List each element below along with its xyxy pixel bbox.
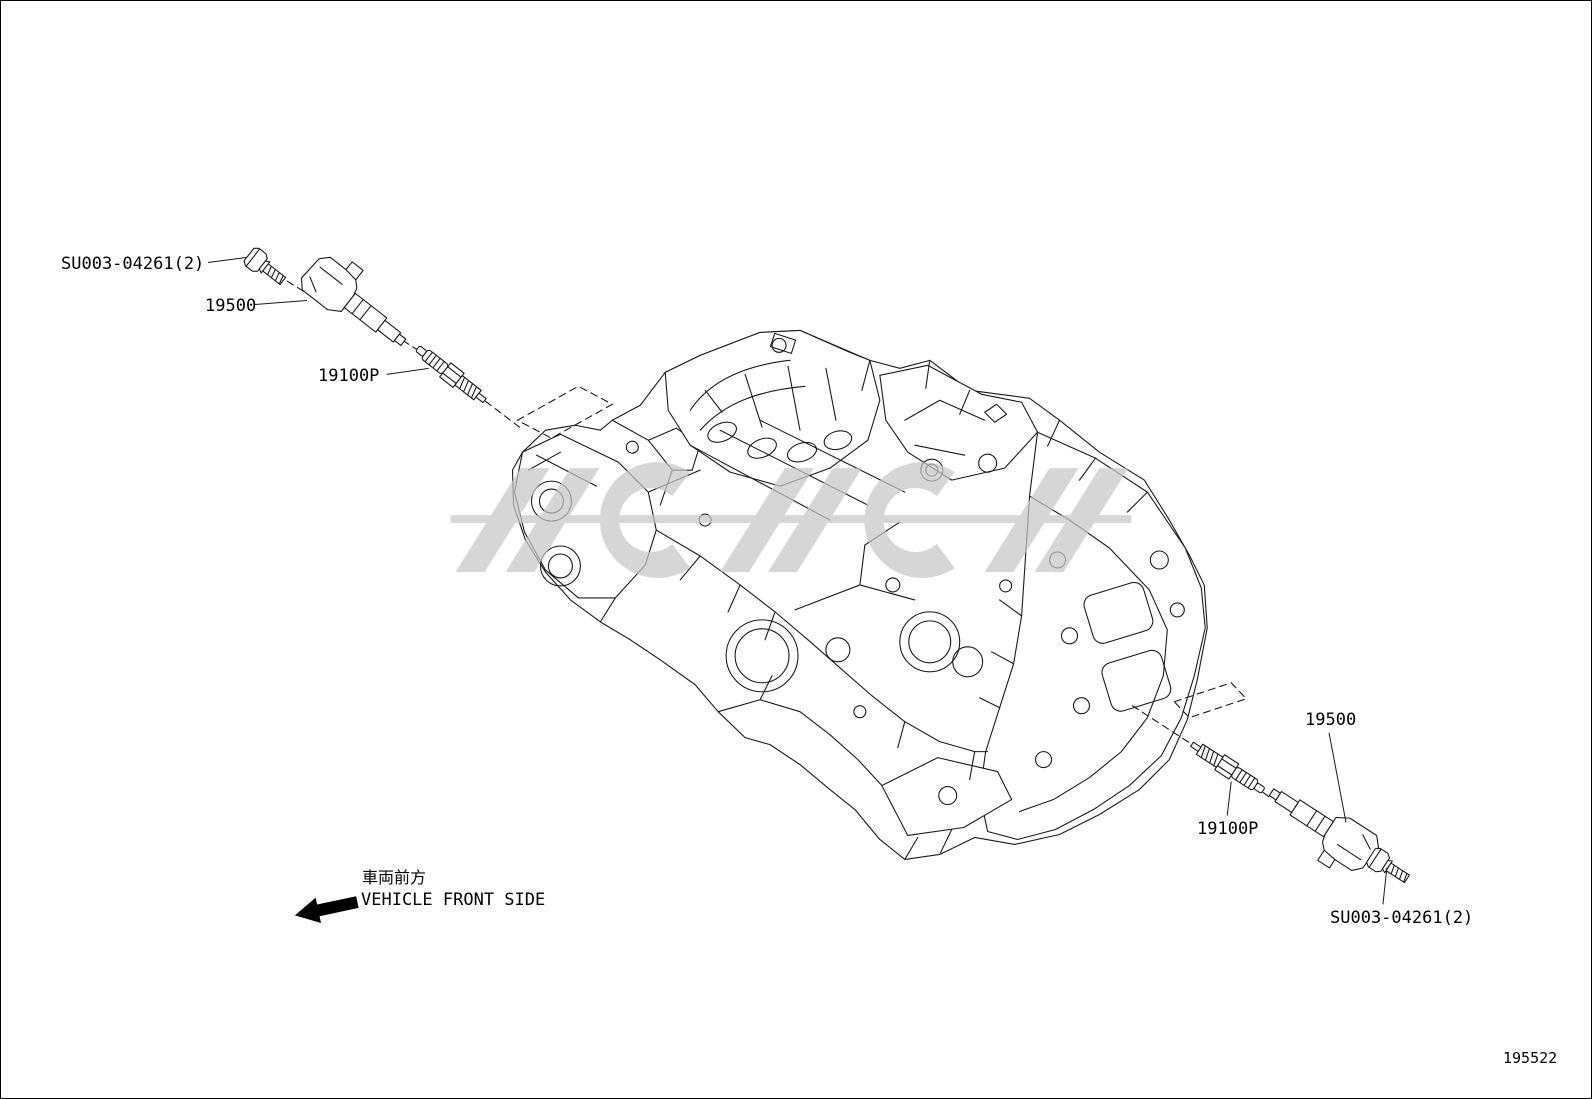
vehicle-front-label-en: VEHICLE FRONT SIDE <box>361 890 546 910</box>
bolt-drawing-top-left <box>241 245 291 291</box>
callout-label-coil-top-left: 19500 <box>205 296 257 316</box>
watermark-logo <box>450 462 1132 578</box>
callout-leader-lines <box>208 257 1388 905</box>
callout-label-bolt-top-left: SU003-04261(2) <box>61 254 205 274</box>
ignition-coil-drawing-right <box>1253 774 1384 885</box>
spark-plug-drawing-right <box>1186 736 1269 799</box>
figure-code: 195522 <box>1503 1049 1558 1067</box>
spark-plug-drawing-top-left <box>411 340 491 409</box>
plug-hole-marker-right <box>1173 682 1248 719</box>
ignition-coil-drawing-top-left <box>295 242 424 360</box>
vehicle-front-arrow <box>294 896 359 924</box>
plug-hole-marker-left <box>516 385 614 439</box>
vehicle-front-label-jp: 車両前方 <box>362 868 427 887</box>
engine-assembly-drawing <box>511 329 1208 860</box>
callout-label-coil-right: 19500 <box>1305 710 1357 730</box>
callout-label-plug-right: 19100P <box>1197 819 1259 839</box>
callout-label-bolt-bottom-right: SU003-04261(2) <box>1330 908 1474 928</box>
callout-label-plug-top-left: 19100P <box>318 366 380 386</box>
